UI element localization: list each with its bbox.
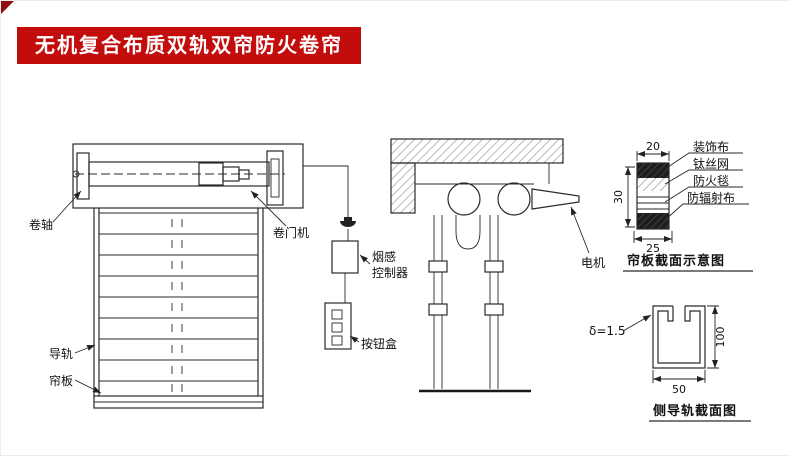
motor-cone [531, 188, 580, 210]
thickness-label: δ=1.5 [589, 324, 625, 338]
layer-label-radiation-cloth: 防辐射布 [687, 190, 735, 205]
title-banner: 无机复合布质双轨双帘防火卷帘 [17, 27, 361, 64]
right-end-plate [266, 150, 284, 206]
curtain-section-caption: 帘板截面示意图 [627, 253, 725, 269]
curtain-slat-leader [74, 379, 102, 394]
rail-section-caption: 侧导轨截面图 [653, 403, 737, 419]
layer-label-titanium-mesh: 钛丝网 [693, 156, 729, 171]
corner-ribbon-accent [1, 1, 14, 14]
curtain-slat-label: 帘板 [49, 373, 73, 388]
roll-shaft-label: 卷轴 [29, 217, 53, 232]
curtain-section-detail: 20 30 25 装饰布 钛丝网 防火毯 防辐射布 帘板截面示意图 [612, 140, 753, 272]
smoke-detector-label-line1: 烟感 [372, 249, 396, 264]
dim-20: 20 [646, 140, 660, 153]
dim-100: 100 [714, 327, 727, 348]
double-track-side-view: 电机 [390, 138, 605, 393]
roller-housing-box [72, 143, 304, 209]
wall [390, 162, 416, 214]
curtain-loop [455, 215, 481, 250]
motor-leader [570, 206, 590, 254]
tubular-motor [198, 162, 250, 186]
button-box [324, 302, 352, 350]
smoke-detector-label-line2: 控制器 [372, 266, 408, 280]
guide-rail-label: 导轨 [49, 347, 73, 361]
roller-1 [447, 182, 481, 216]
control-wiring: 烟感 控制器 按钮盒 [303, 165, 408, 351]
track-bracket [428, 260, 448, 273]
layer-callouts: 装饰布 钛丝网 防火毯 防辐射布 [664, 140, 749, 221]
smoke-controller-box [331, 240, 359, 274]
track-bracket [484, 303, 504, 316]
curtain-layer-stack [636, 162, 670, 230]
track-curtains [433, 215, 499, 389]
door-operator-leader [250, 190, 287, 227]
roller-2 [497, 182, 531, 216]
dim-25: 25 [646, 242, 660, 255]
layer-label-fire-blanket: 防火毯 [693, 173, 729, 188]
slat-joint-ticks [171, 219, 183, 392]
rail-profile-inner [657, 306, 701, 364]
rail-section-detail: δ=1.5 100 50 侧导轨截面图 [589, 305, 751, 422]
page-title: 无机复合布质双轨双帘防火卷帘 [35, 33, 343, 57]
guide-rails [93, 208, 264, 396]
door-operator-label: 卷门机 [273, 225, 309, 240]
track-bracket [428, 303, 448, 316]
wire-housing-to-controller [303, 165, 349, 206]
track-bracket [484, 260, 504, 273]
ceiling-slab [390, 138, 564, 164]
button-box-leader [349, 335, 360, 343]
guide-rail-leader [74, 344, 96, 354]
shutter-assembly [72, 143, 304, 409]
roll-shaft-leader [52, 190, 82, 223]
curtain-slats [99, 212, 258, 382]
layer-label-decorative-cloth: 装饰布 [693, 140, 729, 154]
dim-50: 50 [672, 383, 686, 396]
rail-profile-outer [652, 305, 706, 369]
motor-label: 电机 [581, 256, 605, 270]
left-view-labels: 卷轴 卷门机 导轨 帘板 [29, 190, 309, 394]
thickness-leader [622, 314, 652, 332]
button-box-label: 按钮盒 [361, 336, 397, 351]
dim-30: 30 [612, 190, 625, 204]
smoke-sensor-icon [340, 206, 356, 227]
smoke-controller-leader [359, 254, 371, 265]
